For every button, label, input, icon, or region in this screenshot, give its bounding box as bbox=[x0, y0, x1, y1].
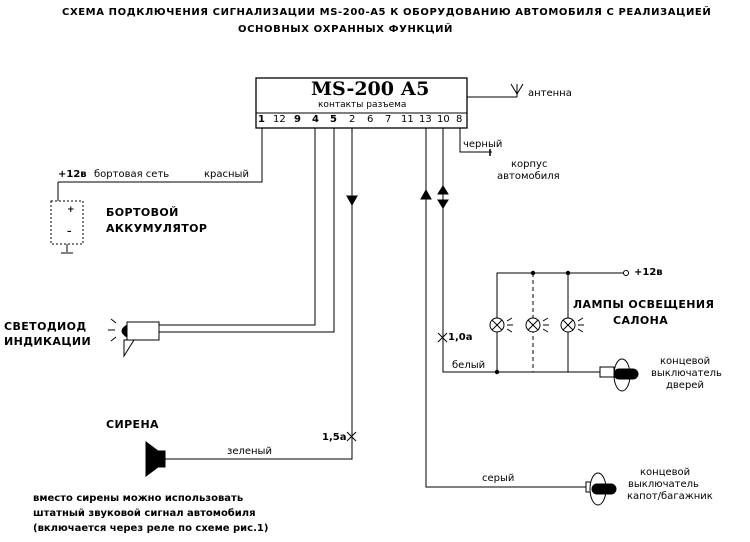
lamp-supply-label: +12в bbox=[634, 267, 663, 278]
door-switch-icon bbox=[592, 358, 639, 392]
hood-switch-label-line1: концевой bbox=[640, 467, 691, 478]
output-arrow-icon bbox=[346, 195, 358, 207]
battery-minus-label: – bbox=[67, 227, 72, 237]
siren-label: СИРЕНА bbox=[106, 418, 159, 431]
ground-wire-label: черный bbox=[463, 139, 503, 150]
note-line2: штатный звуковой сигнал автомобиля bbox=[33, 508, 256, 519]
note-line1: вместо сирены можно использовать bbox=[33, 493, 244, 504]
hood-switch-icon bbox=[578, 472, 617, 506]
input-arrow-icon bbox=[420, 188, 432, 200]
door-wire-label: белый bbox=[452, 360, 486, 371]
lamp-supply-wire bbox=[496, 272, 624, 372]
pin-label: 6 bbox=[367, 114, 374, 125]
battery-symbol bbox=[50, 200, 84, 245]
lamps-label-line1: ЛАМПЫ ОСВЕЩЕНИЯ bbox=[573, 298, 715, 311]
pin-label: 10 bbox=[437, 114, 450, 125]
siren-icon bbox=[145, 441, 166, 477]
bidirectional-arrow-icon bbox=[437, 185, 449, 195]
pin-label: 8 bbox=[456, 114, 463, 125]
pin-label: 4 bbox=[312, 114, 319, 125]
led-label-line1: СВЕТОДИОД bbox=[4, 320, 87, 333]
unit-model: MS-200 А5 bbox=[311, 78, 430, 100]
hood-switch-wire bbox=[425, 128, 578, 488]
pin-label: 13 bbox=[419, 114, 432, 125]
lamps-label-line2: САЛОНА bbox=[613, 314, 669, 327]
lamp-icon bbox=[489, 317, 584, 333]
siren-wire-label: зеленый bbox=[227, 446, 272, 457]
siren-wire bbox=[165, 128, 353, 460]
connector-label: контакты разъема bbox=[318, 100, 407, 110]
door-switch-label-line1: концевой bbox=[660, 356, 711, 367]
power-wire bbox=[58, 128, 263, 183]
pin-label: 11 bbox=[401, 114, 414, 125]
pin-label: 1 bbox=[258, 114, 265, 125]
antenna-icon bbox=[510, 83, 524, 95]
ground-wire bbox=[459, 128, 492, 153]
ground-label-line2: автомобиля bbox=[497, 171, 560, 182]
connector-pin-row: 1 12 9 4 5 2 6 7 11 13 10 8 bbox=[256, 115, 467, 127]
door-switch-label-line3: дверей bbox=[666, 380, 704, 391]
note-line3: (включается через реле по схеме рис.1) bbox=[33, 523, 269, 534]
pin-label: 7 bbox=[385, 114, 392, 125]
pin-label: 9 bbox=[294, 114, 301, 125]
led-icon bbox=[108, 318, 160, 358]
siren-current-label: 1,5а bbox=[322, 432, 347, 443]
lamp-current-label: 1,0а bbox=[448, 332, 473, 343]
hood-switch-label-line3: капот/багажник bbox=[627, 491, 713, 502]
power-label: бортовая сеть bbox=[94, 169, 170, 180]
led-wire-2 bbox=[157, 128, 335, 333]
pin-label: 12 bbox=[273, 114, 286, 125]
alarm-unit-box bbox=[255, 77, 468, 129]
ground-label-line1: корпус bbox=[511, 159, 548, 170]
power-wire-label: красный bbox=[204, 169, 249, 180]
led-wire-1 bbox=[157, 128, 316, 326]
pin-label: 5 bbox=[330, 114, 337, 125]
pin-label: 2 bbox=[349, 114, 356, 125]
antenna-label: антенна bbox=[528, 88, 572, 99]
battery-plus-label: + bbox=[67, 205, 75, 215]
power-voltage: +12в bbox=[58, 169, 87, 180]
diagram-title-line1: СХЕМА ПОДКЛЮЧЕНИЯ СИГНАЛИЗАЦИИ MS-200-А5… bbox=[62, 7, 712, 18]
diagram-title-line2: ОСНОВНЫХ ОХРАННЫХ ФУНКЦИЙ bbox=[238, 24, 454, 35]
led-label-line2: ИНДИКАЦИИ bbox=[4, 335, 92, 348]
battery-label-line1: БОРТОВОЙ bbox=[106, 206, 179, 219]
battery-label-line2: АККУМУЛЯТОР bbox=[106, 222, 208, 235]
hood-switch-label-line2: выключатель bbox=[628, 479, 699, 490]
door-switch-label-line2: выключатель bbox=[651, 368, 722, 379]
hood-wire-label: серый bbox=[482, 473, 515, 484]
